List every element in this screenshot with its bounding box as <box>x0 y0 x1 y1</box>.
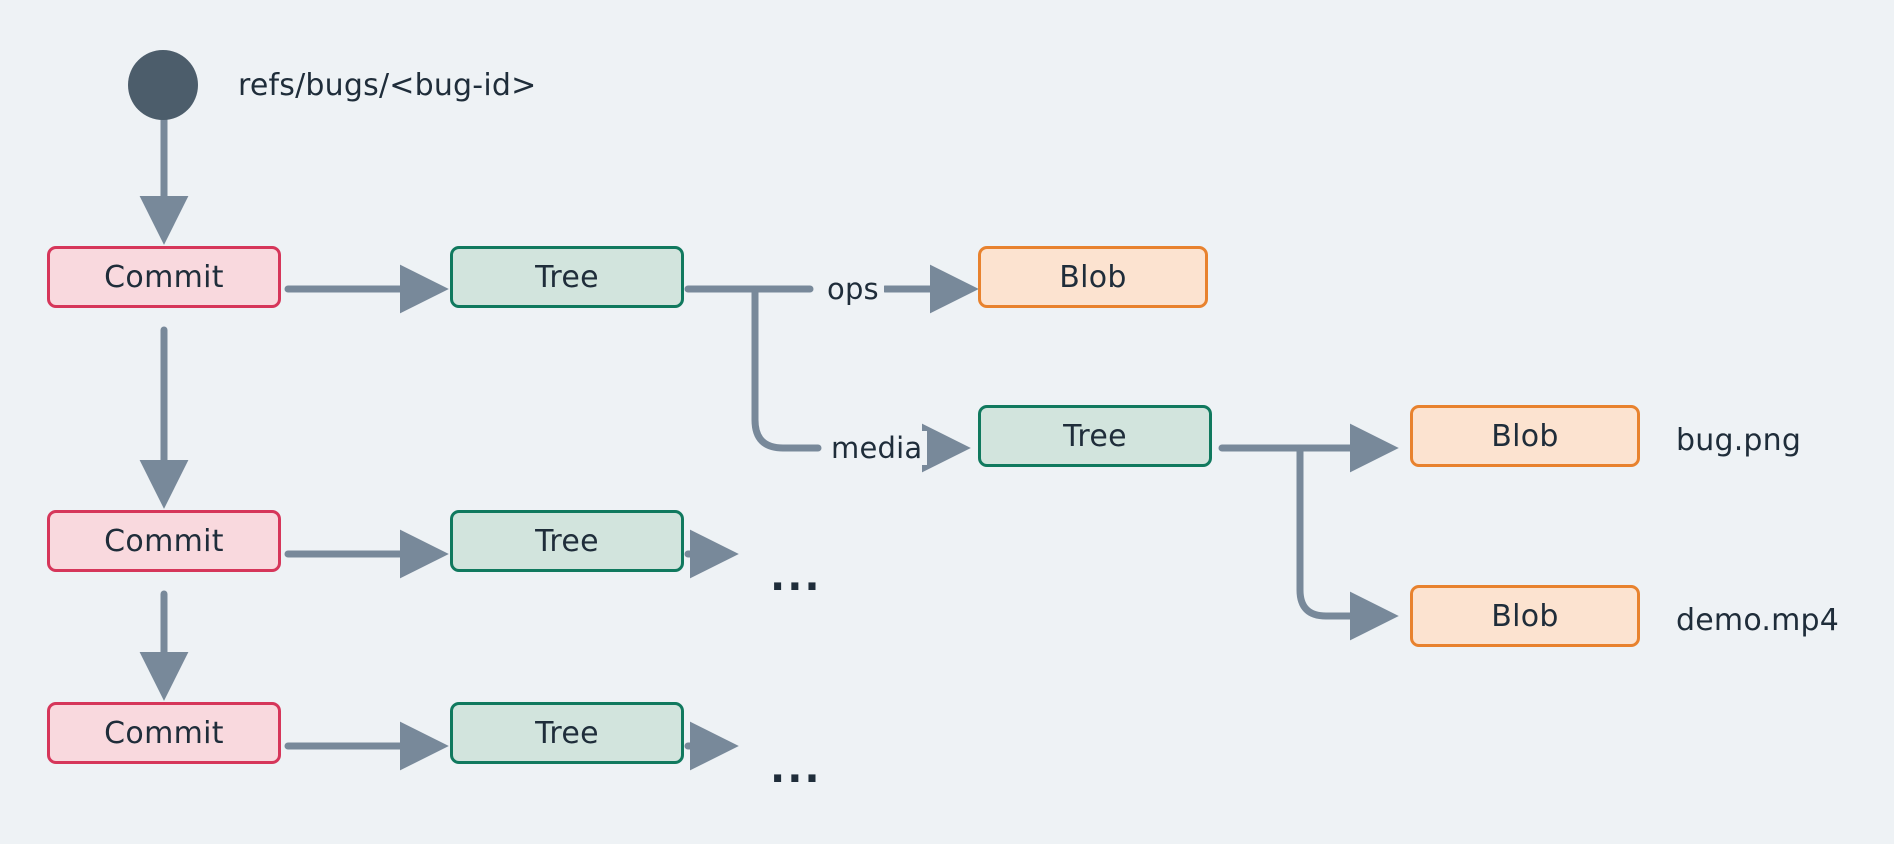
node-tree-3[interactable]: Tree <box>450 702 684 764</box>
ellipsis-tree-2-children: ... <box>770 554 822 600</box>
node-tree-1[interactable]: Tree <box>450 246 684 308</box>
node-commit-3-label: Commit <box>104 715 224 751</box>
file-label-bug-png: bug.png <box>1676 423 1802 458</box>
edge-label-media: media <box>826 431 928 465</box>
node-blob-bug-png-label: Blob <box>1491 418 1559 454</box>
node-blob-bug-png[interactable]: Blob <box>1410 405 1640 467</box>
edge-label-ops: ops <box>822 272 884 306</box>
node-tree-1-label: Tree <box>535 259 599 295</box>
node-commit-1[interactable]: Commit <box>47 246 281 308</box>
root-ref-dot <box>128 50 198 120</box>
root-ref-label: refs/bugs/<bug-id> <box>238 68 537 103</box>
ellipsis-tree-3-children: ... <box>770 746 822 792</box>
node-commit-3[interactable]: Commit <box>47 702 281 764</box>
node-tree-2[interactable]: Tree <box>450 510 684 572</box>
node-commit-1-label: Commit <box>104 259 224 295</box>
edge-treemedia-fork-down <box>1296 444 1399 641</box>
node-tree-media[interactable]: Tree <box>978 405 1212 467</box>
file-label-demo-mp4: demo.mp4 <box>1676 603 1840 638</box>
node-blob-demo-mp4[interactable]: Blob <box>1410 585 1640 647</box>
node-blob-ops[interactable]: Blob <box>978 246 1208 308</box>
node-tree-2-label: Tree <box>535 523 599 559</box>
node-blob-demo-mp4-label: Blob <box>1491 598 1559 634</box>
node-commit-2-label: Commit <box>104 523 224 559</box>
node-tree-3-label: Tree <box>535 715 599 751</box>
edge-tree1-fork-down <box>751 285 822 452</box>
node-blob-ops-label: Blob <box>1059 259 1127 295</box>
node-tree-media-label: Tree <box>1063 418 1127 454</box>
node-commit-2[interactable]: Commit <box>47 510 281 572</box>
